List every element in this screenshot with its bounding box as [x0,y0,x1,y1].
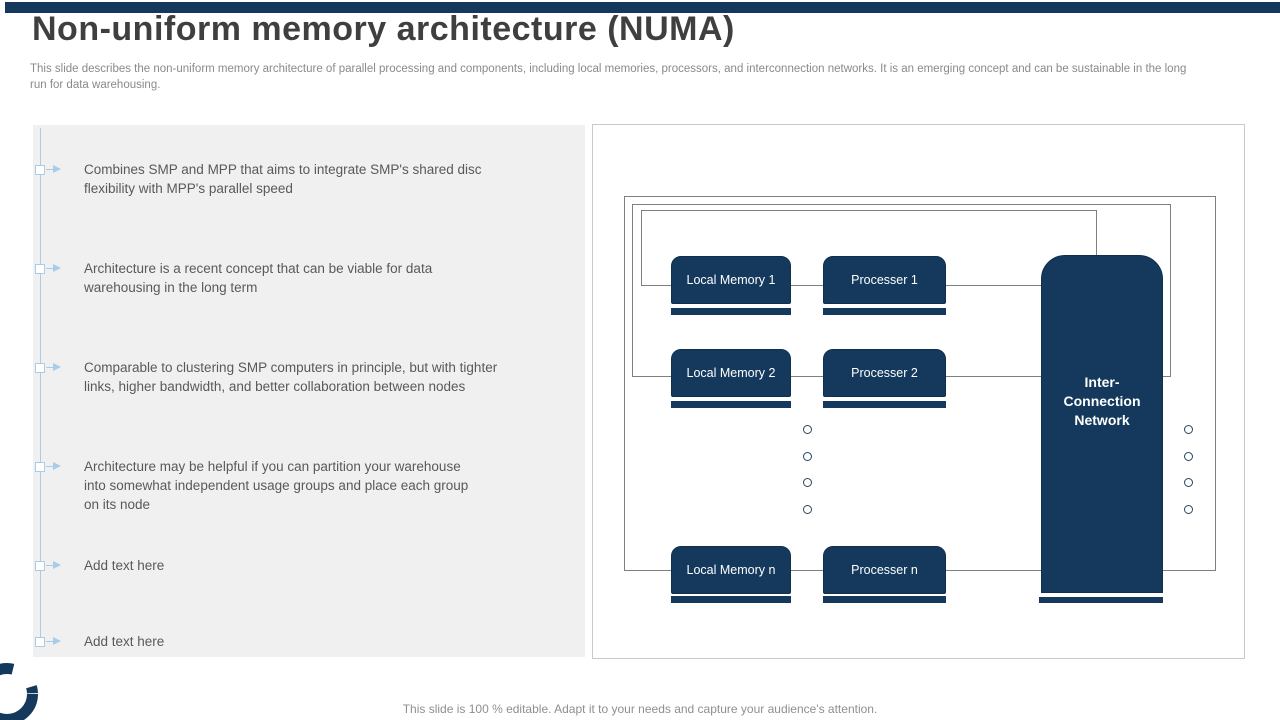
bullet-item-2: Architecture is a recent concept that ca… [33,259,573,297]
ellipsis-circle-icon [1184,425,1193,434]
local-memory-1-box: Local Memory 1 [671,256,791,304]
ellipsis-circle-icon [803,478,812,487]
bullet-text: Architecture is a recent concept that ca… [84,261,433,295]
ellipsis-circle-icon [803,425,812,434]
bullet-item-6[interactable]: Add text here [33,632,573,651]
bullet-item-5[interactable]: Add text here [33,556,573,575]
corner-ring-decoration [0,663,38,720]
box-underline [823,401,946,408]
box-underline [671,596,791,603]
ellipsis-circle-icon [1184,478,1193,487]
arrow-bullet-icon [35,264,61,274]
box-underline [823,596,946,603]
processer-2-box: Processer 2 [823,349,946,397]
box-underline [823,308,946,315]
interconnection-network-box: Inter- Connection Network [1041,255,1163,593]
numa-diagram-panel: Local Memory 1 Processer 1 Local Memory … [592,124,1245,659]
ellipsis-circle-icon [803,452,812,461]
page-title: Non-uniform memory architecture (NUMA) [32,10,735,48]
bullet-text: Comparable to clustering SMP computers i… [84,360,498,394]
bullet-item-3: Comparable to clustering SMP computers i… [33,358,573,396]
processer-1-box: Processer 1 [823,256,946,304]
bullet-item-1: Combines SMP and MPP that aims to integr… [33,160,573,198]
slide-description: This slide describes the non-uniform mem… [30,63,1187,91]
arrow-bullet-icon [35,561,61,571]
arrow-bullet-icon [35,165,61,175]
add-text-placeholder[interactable]: Add text here [84,634,165,649]
arrow-bullet-icon [35,363,61,373]
processer-n-box: Processer n [823,546,946,594]
ellipsis-circle-icon [1184,452,1193,461]
bullet-text: Architecture may be helpful if you can p… [84,459,469,512]
box-underline [1039,597,1163,603]
local-memory-n-box: Local Memory n [671,546,791,594]
bullet-panel: Combines SMP and MPP that aims to integr… [33,125,585,657]
arrow-bullet-icon [35,637,61,647]
ellipsis-circle-icon [1184,505,1193,514]
bullet-text: Combines SMP and MPP that aims to integr… [84,162,482,196]
bullet-item-4: Architecture may be helpful if you can p… [33,457,573,514]
box-underline [671,308,791,315]
bullet-connector-line [40,128,41,641]
add-text-placeholder[interactable]: Add text here [84,558,165,573]
local-memory-2-box: Local Memory 2 [671,349,791,397]
box-underline [671,401,791,408]
ellipsis-circle-icon [803,505,812,514]
footer-note: This slide is 100 % editable. Adapt it t… [402,702,878,716]
top-accent-bar [5,2,1280,13]
arrow-bullet-icon [35,462,61,472]
